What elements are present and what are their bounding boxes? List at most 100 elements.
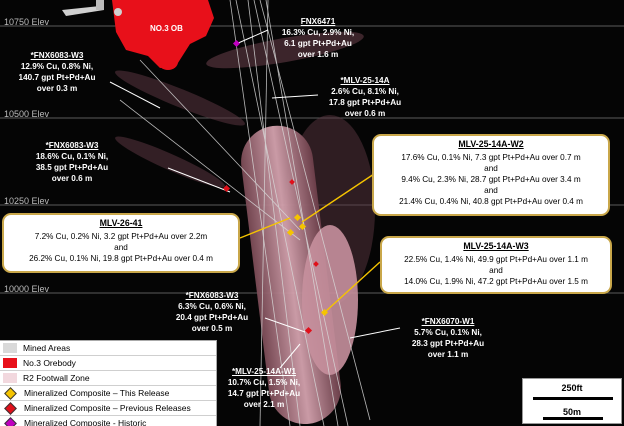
box-line: 9.4% Cu, 2.3% Ni, 28.7 gpt Pt+Pd+Au over…: [401, 175, 581, 184]
scale-label-ft: 250ft: [561, 383, 583, 393]
callout-line: 2.6% Cu, 8.1% Ni,: [331, 87, 399, 96]
scale-bar-m: [543, 417, 603, 420]
diamond-icon: [4, 401, 17, 415]
callout-line: 140.7 gpt Pt+Pd+Au: [18, 73, 96, 82]
box-line: 22.5% Cu, 1.4% Ni, 49.9 gpt Pt+Pd+Au ove…: [404, 255, 588, 264]
box-line: and: [489, 266, 503, 275]
elevation-label-10250: 10250 Elev: [4, 196, 50, 206]
composite-previous: [222, 184, 231, 193]
legend-label: Mineralized Composite – This Release: [24, 388, 170, 398]
composite-this-release: [320, 308, 329, 317]
legend-label: R2 Footwall Zone: [23, 373, 90, 383]
callout-title: *MLV-25-14A-W1: [232, 367, 296, 376]
footwall-wisp: [115, 70, 245, 126]
box-line: and: [484, 186, 498, 195]
box-line: 26.2% Cu, 0.1% Ni, 19.8 gpt Pt+Pd+Au ove…: [29, 254, 213, 263]
legend-item-previous-releases: Mineralized Composite – Previous Release…: [0, 401, 216, 416]
box-line: 14.0% Cu, 1.9% Ni, 47.2 gpt Pt+Pd+Au ove…: [404, 277, 588, 286]
legend-item-mined-areas: Mined Areas: [0, 341, 216, 356]
callout-leaders: [109, 29, 401, 369]
box-line: 17.6% Cu, 0.1% Ni, 7.3 gpt Pt+Pd+Au over…: [401, 153, 581, 162]
callout-box-mlv-25-14a-w3: MLV-25-14A-W3 22.5% Cu, 1.4% Ni, 49.9 gp…: [380, 236, 612, 294]
box-line: 7.2% Cu, 0.2% Ni, 3.2 gpt Pt+Pd+Au over …: [34, 232, 208, 241]
box-title: MLV-26-41: [99, 218, 143, 228]
box-title: MLV-25-14A-W3: [463, 241, 529, 251]
callout-fnx6070-w1: *FNX6070-W1 5.7% Cu, 0.1% Ni, 28.3 gpt P…: [398, 316, 498, 360]
callout-fnx6083-w3-lower: *FNX6083-W3 6.3% Cu, 0.6% Ni, 20.4 gpt P…: [158, 290, 266, 334]
callout-line: 12.9% Cu, 0.8% Ni,: [20, 62, 94, 71]
callout-line: 17.8 gpt Pt+Pd+Au: [328, 98, 402, 107]
mined-areas: [62, 0, 122, 16]
composite-previous: [313, 261, 319, 267]
scale-bar-ft: [533, 397, 613, 400]
box-line: and: [114, 243, 128, 252]
box-line: and: [484, 164, 498, 173]
callout-line: 18.6% Cu, 0.1% Ni,: [35, 152, 109, 161]
legend-item-historic: Mineralized Composite - Historic: [0, 416, 216, 426]
callout-line: 5.7% Cu, 0.1% Ni,: [414, 328, 482, 337]
callout-line: 16.3% Cu, 2.9% Ni,: [281, 28, 355, 37]
callout-box-mlv-25-14a-w2: MLV-25-14A-W2 17.6% Cu, 0.1% Ni, 7.3 gpt…: [372, 134, 610, 216]
callout-box-mlv-26-41: MLV-26-41 7.2% Cu, 0.2% Ni, 3.2 gpt Pt+P…: [2, 213, 240, 273]
composite-markers: [222, 39, 329, 335]
callout-mlv-25-14a-w1: *MLV-25-14A-W1 10.7% Cu, 1.5% Ni, 14.7 g…: [212, 366, 316, 410]
callout-mlv-25-14a: *MLV-25-14A 2.6% Cu, 8.1% Ni, 17.8 gpt P…: [316, 75, 414, 119]
callout-line: 20.4 gpt Pt+Pd+Au: [175, 313, 249, 322]
elevation-label-10000: 10000 Elev: [4, 284, 50, 294]
legend-item-this-release: Mineralized Composite – This Release: [0, 386, 216, 401]
callout-fnx6471: FNX6471 16.3% Cu, 2.9% Ni, 6.1 gpt Pt+Pd…: [268, 16, 368, 60]
composite-this-release: [286, 228, 295, 237]
callout-line: 28.3 gpt Pt+Pd+Au: [411, 339, 485, 348]
box-line: 21.4% Cu, 0.4% Ni, 40.8 gpt Pt+Pd+Au ove…: [399, 197, 583, 206]
legend: Mined Areas No.3 Orebody R2 Footwall Zon…: [0, 340, 217, 426]
callout-fnx6083-w3-middle: *FNX6083-W3 18.6% Cu, 0.1% Ni, 38.5 gpt …: [16, 140, 128, 184]
callout-line: 38.5 gpt Pt+Pd+Au: [35, 163, 109, 172]
scale-bar: 250ft 50m: [522, 378, 622, 424]
elevation-label-10500: 10500 Elev: [4, 109, 50, 119]
callout-line: 14.7 gpt Pt+Pd+Au: [227, 389, 301, 398]
composite-previous: [289, 179, 295, 185]
footwall-wisp: [115, 136, 225, 188]
composite-previous: [304, 326, 313, 335]
callout-title: *MLV-25-14A: [340, 76, 390, 85]
callout-line: over 0.6 m: [344, 109, 386, 118]
legend-label: Mineralized Composite - Historic: [24, 418, 147, 426]
diamond-icon: [4, 386, 17, 400]
legend-swatch: [3, 343, 17, 353]
drill-traces: [119, 0, 371, 426]
box-title: MLV-25-14A-W2: [458, 139, 524, 149]
legend-swatch: [3, 373, 17, 383]
callout-line: over 0.6 m: [51, 174, 93, 183]
legend-label: Mined Areas: [23, 343, 71, 353]
composite-historic: [232, 39, 241, 48]
legend-item-no3-orebody: No.3 Orebody: [0, 356, 216, 371]
legend-item-r2-footwall: R2 Footwall Zone: [0, 371, 216, 386]
legend-swatch: [3, 358, 17, 368]
callout-title: *FNX6083-W3: [45, 141, 99, 150]
callout-line: over 0.3 m: [36, 84, 78, 93]
diamond-icon: [4, 416, 17, 426]
callout-line: over 1.6 m: [297, 50, 339, 59]
callout-title: *FNX6083-W3: [30, 51, 84, 60]
callout-line: 6.1 gpt Pt+Pd+Au: [284, 39, 352, 48]
legend-label: Mineralized Composite – Previous Release…: [24, 403, 191, 413]
callout-fnx6083-w3-upper: *FNX6083-W3 12.9% Cu, 0.8% Ni, 140.7 gpt…: [2, 50, 112, 94]
callout-line: over 2.1 m: [243, 400, 285, 409]
callout-title: FNX6471: [300, 17, 336, 26]
callout-line: over 1.1 m: [427, 350, 469, 359]
callout-title: *FNX6070-W1: [421, 317, 475, 326]
callout-title: *FNX6083-W3: [185, 291, 239, 300]
orebody-label: NO.3 OB: [150, 24, 183, 33]
legend-label: No.3 Orebody: [23, 358, 76, 368]
no3-orebody: [112, 0, 214, 70]
elevation-label-10750: 10750 Elev: [4, 17, 50, 27]
callout-line: 6.3% Cu, 0.6% Ni,: [178, 302, 246, 311]
composite-this-release: [293, 213, 302, 222]
scale-label-m: 50m: [562, 407, 581, 417]
composite-this-release: [298, 222, 307, 231]
callout-line: 10.7% Cu, 1.5% Ni,: [227, 378, 301, 387]
footwall-wisp: [206, 31, 364, 69]
callout-line: over 0.5 m: [191, 324, 233, 333]
